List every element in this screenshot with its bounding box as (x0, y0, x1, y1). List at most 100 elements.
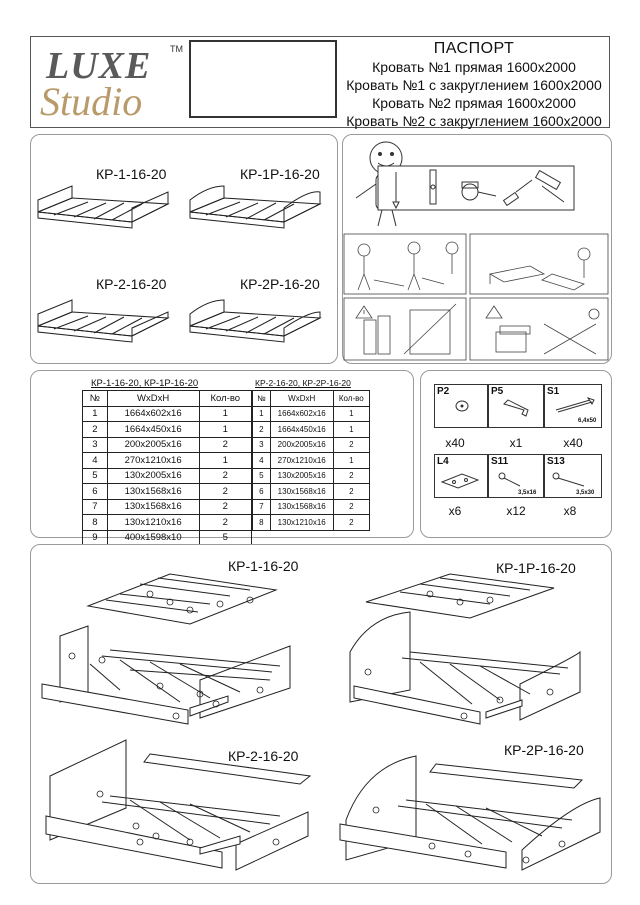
mascot-tools-illustration (355, 141, 575, 227)
dowel-icon (455, 400, 469, 412)
cell-size: 130x1210x16 (106, 514, 200, 531)
model-label-kr2: КР-2-16-20 (96, 276, 167, 292)
wood-screw-long-icon (552, 472, 585, 487)
assembly-label-kr2: КР-2-16-20 (228, 748, 299, 764)
cell-qty: 2 (332, 436, 371, 453)
passport-line: Кровать №2 с закруглением 1600х2000 (346, 113, 602, 129)
hardware-code: P2 (437, 386, 450, 397)
exploded-view-kr1 (41, 573, 291, 725)
hardware-code: S1 (547, 386, 560, 397)
cell-size: 1664x602x16 (269, 405, 334, 422)
cell-qty: 2 (198, 498, 253, 515)
cell-num: 4 (82, 452, 108, 469)
table2-caption: КР-2-16-20, КР-2Р-16-20 (255, 378, 351, 388)
bed-kr1-illustration (37, 185, 170, 229)
assembly-label-kr2p: КР-2Р-16-20 (504, 742, 584, 758)
cell-num: 3 (252, 436, 271, 453)
hardware-qty: x1 (509, 436, 523, 450)
cell-size: 200x2005x16 (269, 436, 334, 453)
assembly-label-kr1p: КР-1Р-16-20 (496, 560, 576, 576)
cell-qty: 1 (198, 452, 253, 469)
model-label-kr1: КР-1-16-20 (96, 166, 167, 182)
hardware-qty: x12 (506, 504, 526, 518)
hardware-cell-s1 (544, 384, 602, 428)
cell-size: 270x1210x16 (269, 452, 334, 469)
cell-num: 8 (82, 514, 108, 531)
cell-qty: 2 (332, 467, 371, 484)
cell-size: 200x2005x16 (106, 436, 200, 453)
hardware-qty: x40 (445, 436, 465, 450)
hardware-dim: 3,5x16 (518, 490, 537, 496)
passport-block: ПАСПОРТ Кровать №1 прямая 1600х2000 Кров… (340, 40, 608, 130)
cell-num: 6 (82, 483, 108, 500)
cell-qty: 1 (332, 421, 371, 438)
cell-qty: 2 (198, 483, 253, 500)
exploded-view-kr1p (349, 573, 581, 725)
cell-num: 2 (252, 421, 271, 438)
table-header-row: № WxDxH Кол-во (82, 390, 253, 407)
cell-size: 130x1568x16 (106, 498, 200, 515)
bed-kr2-illustration (37, 299, 170, 343)
cell-num: 5 (252, 467, 271, 484)
passport-line: Кровать №1 прямая 1600х2000 (372, 59, 576, 75)
cell-qty: 2 (198, 514, 253, 531)
col-header-size: WxDxH (106, 390, 200, 407)
cell-size: 130x1568x16 (269, 483, 334, 500)
cell-num: 6 (252, 483, 271, 500)
cell-qty: 2 (332, 483, 371, 500)
cell-size: 130x2005x16 (106, 467, 200, 484)
cell-size: 270x1210x16 (106, 452, 200, 469)
cell-qty: 1 (198, 421, 253, 438)
model-label-kr2p: КР-2Р-16-20 (240, 276, 320, 292)
hardware-code: P5 (491, 386, 504, 397)
plate-icon (440, 473, 480, 489)
passport-line: Кровать №2 прямая 1600х2000 (372, 95, 576, 111)
cell-size: 1664x602x16 (106, 405, 200, 422)
cell-size: 130x1210x16 (269, 514, 334, 531)
brand-logo: LUXE TM Studio (38, 40, 183, 124)
table-header-row: № WxDxH Кол-во (252, 390, 371, 407)
cell-qty: 2 (332, 514, 371, 531)
cell-size: 130x1568x16 (106, 483, 200, 500)
col-header-qty: Кол-во (198, 390, 253, 407)
blank-label-box (189, 40, 337, 118)
exploded-view-kr2p (339, 755, 601, 871)
assembly-label-kr1: КР-1-16-20 (228, 558, 299, 574)
cell-size: 1664x450x16 (269, 421, 334, 438)
table1-caption: КР-1-16-20, КР-1Р-16-20 (91, 378, 199, 389)
logo-tm: TM (170, 44, 183, 54)
cell-num: 1 (82, 405, 108, 422)
cell-qty: 2 (332, 498, 371, 515)
passport-title: ПАСПОРТ (433, 40, 515, 57)
exploded-view-kr2 (45, 739, 312, 871)
cell-num: 4 (252, 452, 271, 469)
hardware-cell-l4 (434, 454, 488, 498)
cell-num: 7 (82, 498, 108, 515)
confirmat-screw-icon (555, 397, 595, 413)
cell-qty: 1 (198, 405, 253, 422)
hardware-qty: x6 (448, 504, 462, 518)
col-header-num: № (252, 390, 271, 407)
assembly-tips-illustration (343, 233, 609, 361)
bed-kr1p-illustration (189, 185, 322, 229)
col-header-qty: Кол-во (332, 390, 371, 407)
hardware-qty: x8 (563, 504, 577, 518)
col-header-size: WxDxH (269, 390, 334, 407)
hardware-qty: x40 (563, 436, 583, 450)
model-label-kr1p: КР-1Р-16-20 (240, 166, 320, 182)
cell-qty: 2 (198, 436, 253, 453)
hardware-cell-s11 (488, 454, 544, 498)
cell-size: 130x2005x16 (269, 467, 334, 484)
hardware-code: S11 (491, 456, 509, 467)
